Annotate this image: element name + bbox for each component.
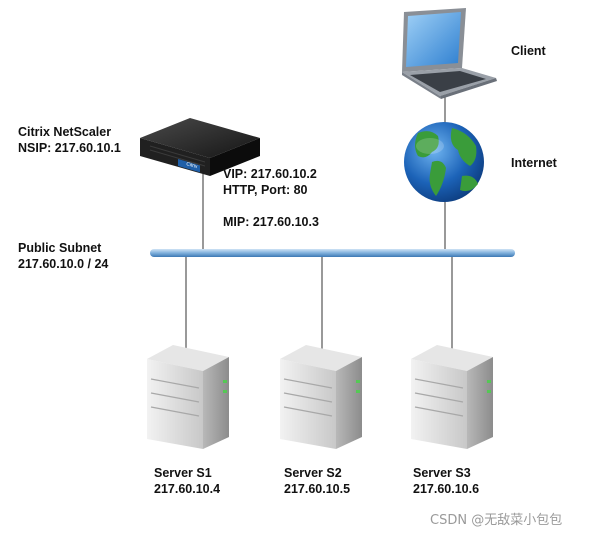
netscaler-appliance-icon [140, 118, 260, 176]
server-s3-ip: 217.60.10.6 [413, 482, 480, 496]
server-s2-name: Server S2 [284, 466, 342, 480]
subnet-range: 217.60.10.0 / 24 [18, 257, 109, 271]
vip-service: HTTP, Port: 80 [223, 183, 308, 197]
netscaler-name: Citrix NetScaler [18, 125, 112, 139]
mip-address: MIP: 217.60.10.3 [223, 215, 319, 229]
watermark: CSDN @无敌菜小包包 [430, 513, 563, 528]
server-s1-ip: 217.60.10.4 [154, 482, 221, 496]
server-s1-name: Server S1 [154, 466, 212, 480]
server-icon-s2 [280, 345, 362, 449]
server-s2-ip: 217.60.10.5 [284, 482, 351, 496]
vip-address: VIP: 217.60.10.2 [223, 167, 317, 181]
server-icon-s3 [411, 345, 493, 449]
client-label: Client [511, 44, 546, 58]
netscaler-badge: Citrix [185, 161, 198, 170]
server-s3-name: Server S3 [413, 466, 471, 480]
links [185, 96, 453, 350]
internet-label: Internet [511, 156, 557, 170]
server-icon-s1 [147, 345, 229, 449]
subnet-title: Public Subnet [18, 241, 102, 255]
globe-icon [404, 122, 484, 202]
subnet-bus [150, 249, 515, 257]
laptop-icon [402, 8, 497, 99]
netscaler-nsip: NSIP: 217.60.10.1 [18, 141, 121, 155]
